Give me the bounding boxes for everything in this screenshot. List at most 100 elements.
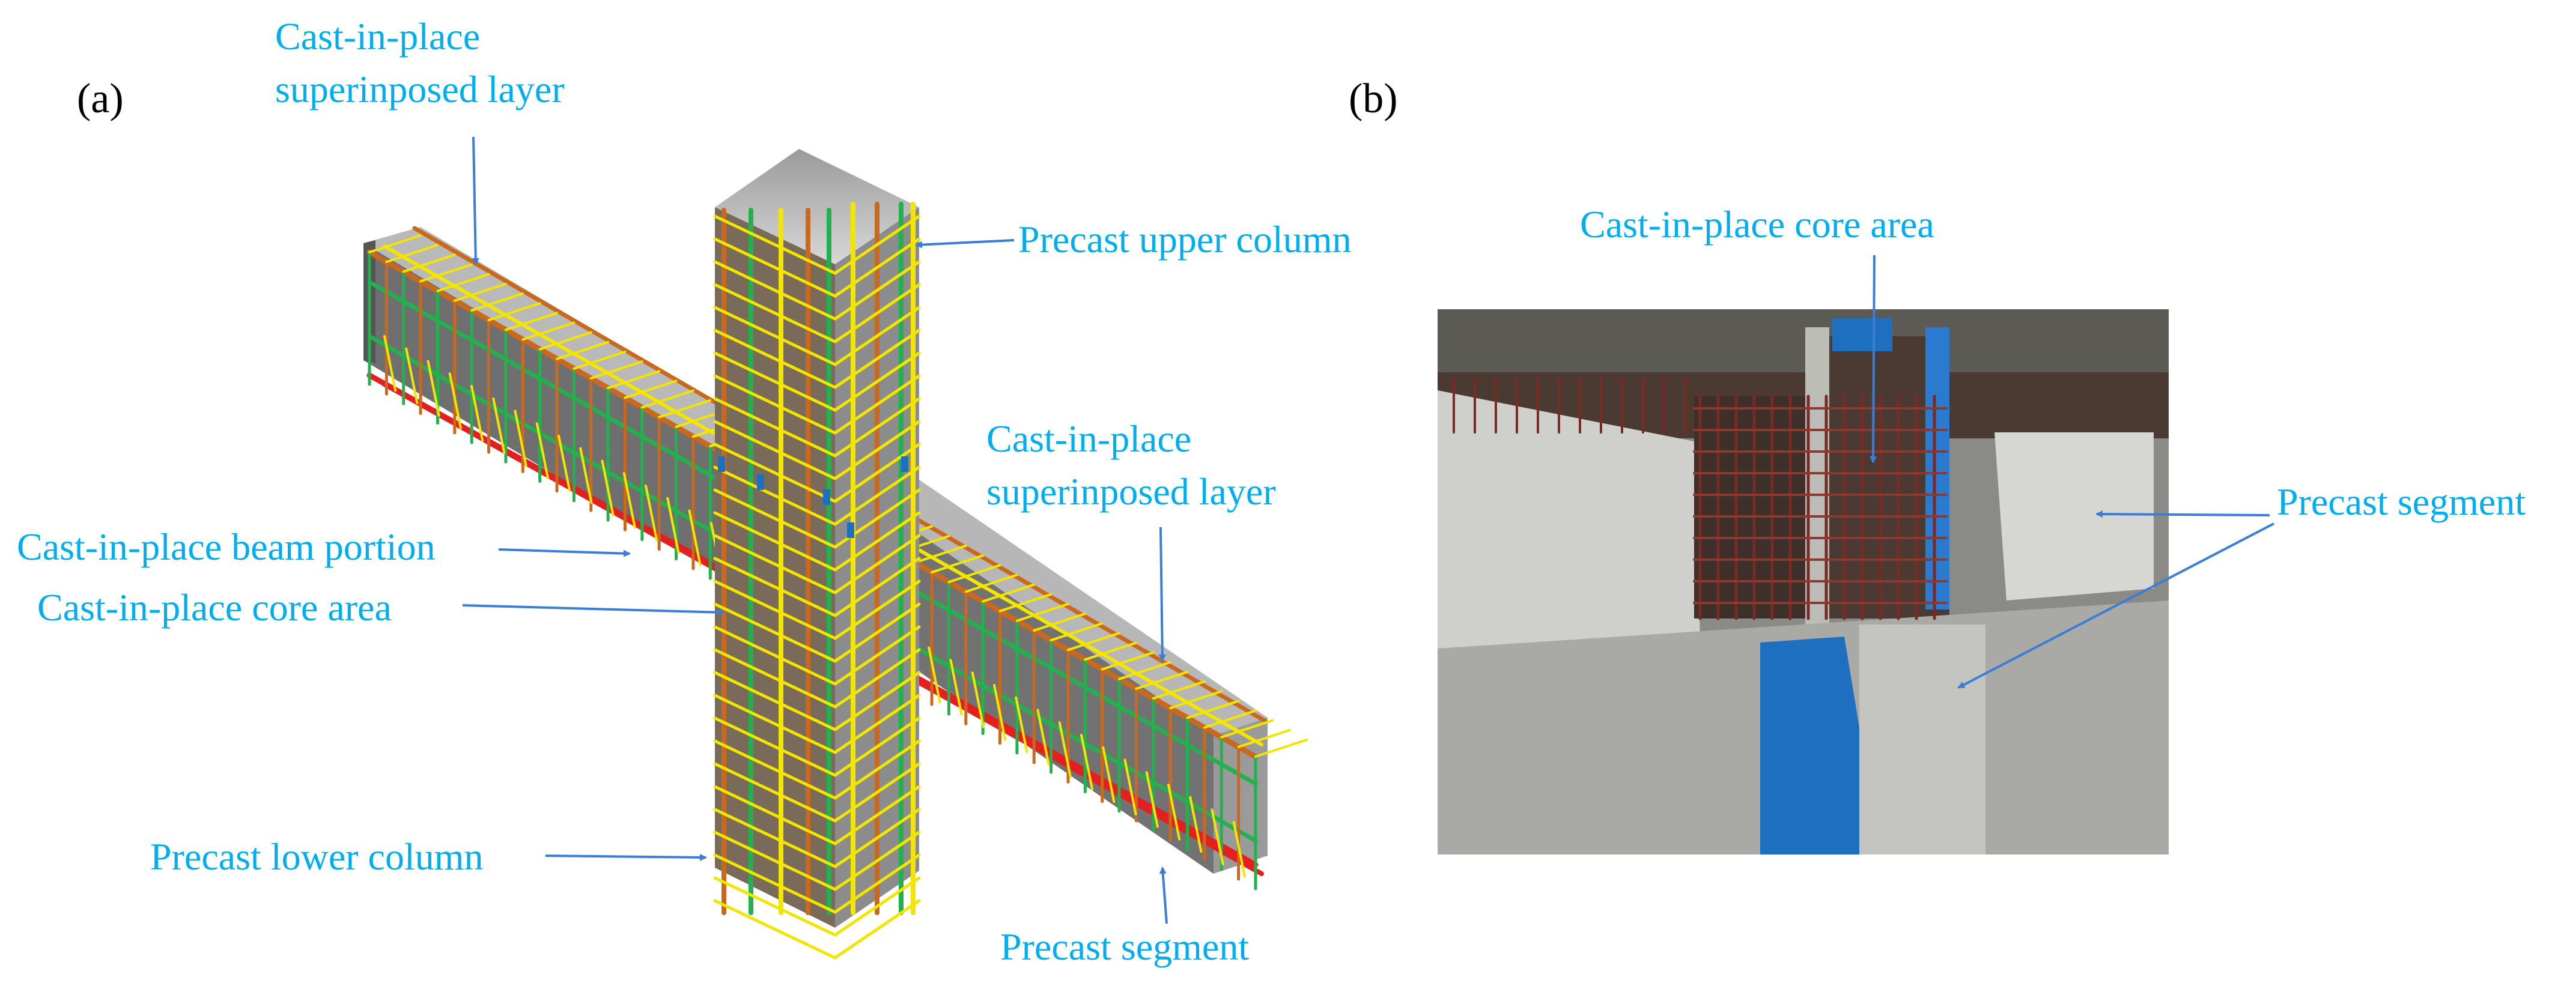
- column-tie-side: [833, 694, 921, 754]
- column-tie-front: [713, 488, 837, 549]
- lattice-bar: [601, 459, 615, 516]
- column-tie-front: [713, 260, 837, 321]
- lattice-bar: [971, 671, 985, 728]
- beam-stirrup-top: [1169, 690, 1223, 710]
- column-tie-side: [833, 283, 921, 343]
- label-precast-lower-column: Precast lower column: [150, 835, 484, 878]
- beam-stirrup-top: [1101, 651, 1155, 671]
- column-tie-side: [833, 374, 921, 435]
- beam-stirrup-top: [402, 253, 456, 273]
- arrow-cast-core-area: [462, 604, 725, 616]
- beam-stirrup-top: [658, 399, 712, 419]
- arrow-cast-beam-portion: [498, 548, 631, 557]
- column-tie-front: [713, 534, 837, 594]
- beam-stirrup-top: [998, 593, 1053, 612]
- beam-stirrup-top: [931, 554, 985, 574]
- column-tie-side: [833, 579, 921, 640]
- beam-stirrup-top: [521, 321, 576, 341]
- beam-stirrup-top: [947, 564, 1001, 584]
- joint-3d-model: [363, 149, 1308, 960]
- lattice-bar: [993, 684, 1007, 741]
- lattice-bar: [514, 410, 527, 467]
- label-cast-core-area-b: Cast-in-place core area: [1580, 203, 1934, 246]
- column-tie-side: [833, 602, 921, 663]
- column-tie-front: [713, 351, 837, 412]
- lattice-bar: [1189, 796, 1203, 853]
- lattice-bar: [949, 659, 963, 716]
- column-tie-front: [713, 671, 837, 731]
- column-tie-front: [713, 602, 837, 663]
- column-tie-side: [833, 899, 921, 960]
- photo-blue-formwork: [1760, 637, 1880, 854]
- beam-stirrup-top: [624, 380, 678, 399]
- beam-stirrup-top: [1084, 641, 1138, 661]
- column-tie-side: [833, 511, 921, 572]
- beam-stirrup-top: [538, 331, 592, 351]
- column-tie-front: [713, 397, 837, 458]
- beam-stirrup-top: [573, 350, 627, 370]
- beam-stirrup-top: [1118, 661, 1172, 680]
- label-superinposed-top-2: superinposed layer: [275, 68, 565, 110]
- column-tie-front: [713, 465, 837, 526]
- beam-stirrup-top: [982, 583, 1036, 603]
- column-tie-front: [713, 420, 837, 480]
- lattice-bar: [1036, 709, 1050, 766]
- label-precast-segment-b: Precast segment: [2277, 480, 2526, 523]
- beam-stirrup-top: [1152, 680, 1206, 700]
- column-tie-side: [833, 876, 921, 937]
- column-tie-front: [713, 648, 837, 709]
- photo-rebar-lines: [1453, 377, 1948, 620]
- column-tie-side: [833, 853, 921, 914]
- beam-stirrup-top: [1203, 709, 1257, 729]
- label-superinposed-top-1: Cast-in-place: [275, 15, 480, 58]
- lattice-bar: [448, 372, 462, 429]
- lattice-bar: [1015, 696, 1028, 754]
- column-tie-side: [833, 420, 921, 480]
- column-tie-side: [833, 716, 921, 777]
- column-tie-side: [833, 397, 921, 458]
- column-tie-front: [713, 237, 837, 298]
- label-cast-beam-portion: Cast-in-place beam portion: [17, 525, 436, 568]
- beam-stirrup-top: [1066, 632, 1120, 652]
- column-tie-front: [713, 694, 837, 754]
- column-ties: [713, 214, 921, 960]
- lattice-bar: [492, 397, 506, 455]
- arrow-precast-segment-b-2: [1957, 522, 2274, 689]
- lattice-bar: [1145, 771, 1159, 828]
- column-tie-side: [833, 443, 921, 503]
- column-tie-front: [713, 853, 837, 914]
- label-precast-segment-a: Precast segment: [1000, 925, 1249, 968]
- beam-stirrup-top: [470, 292, 524, 312]
- column-tie-front: [713, 283, 837, 343]
- beam-stirrup-top: [1186, 700, 1240, 719]
- lattice-bar: [1211, 808, 1224, 865]
- column-tie-front: [713, 557, 837, 617]
- lattice-bar: [666, 497, 680, 554]
- column-tie-side: [833, 237, 921, 298]
- column-tie-front: [713, 511, 837, 572]
- column-tie-front: [713, 808, 837, 868]
- arrow-superinposed-right: [1158, 527, 1166, 662]
- column-tie-side: [833, 328, 921, 389]
- lattice-bar: [579, 447, 593, 504]
- beam-stirrup-top: [436, 273, 490, 292]
- column-tie-front: [713, 306, 837, 366]
- beam-stirrup-top: [556, 340, 610, 360]
- column-tie-front: [713, 328, 837, 389]
- beam-stirrup-top: [385, 244, 439, 264]
- column-tie-front: [713, 762, 837, 823]
- arrow-precast-segment-b-1: [2095, 510, 2270, 518]
- column-tie-front: [713, 785, 837, 845]
- column-tie-side: [833, 306, 921, 366]
- beam-stirrup-top: [504, 312, 558, 331]
- beam-stirrup-top: [1033, 612, 1087, 632]
- lattice-bar: [645, 485, 658, 542]
- column-tie-front: [713, 899, 837, 960]
- arrow-precast-upper-column: [915, 239, 1015, 249]
- column-tie-front: [713, 214, 837, 275]
- lattice-bar: [1102, 746, 1116, 803]
- lattice-bar: [1080, 734, 1094, 791]
- column-tie-front: [713, 739, 837, 800]
- lattice-bar: [427, 360, 440, 417]
